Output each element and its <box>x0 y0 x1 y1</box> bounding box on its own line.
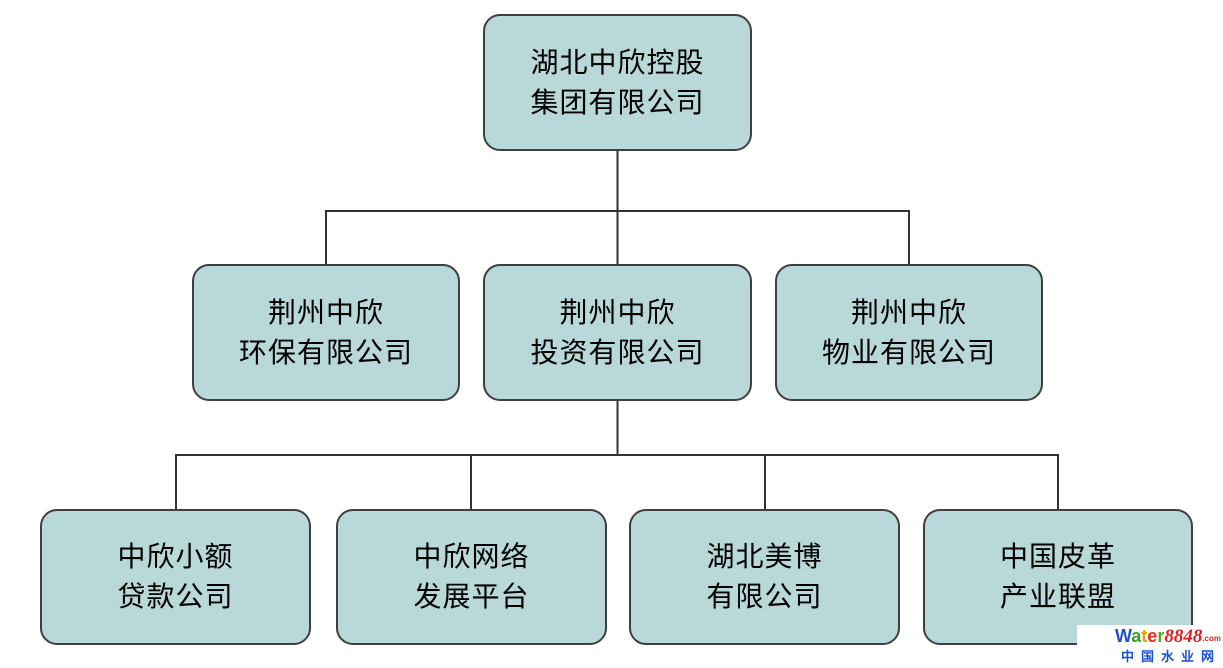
org-node-label-line1: 中国皮革 <box>999 541 1116 572</box>
watermark-brand-number: 8848 <box>1164 626 1203 647</box>
watermark-site-name: 中国水业网 <box>1120 649 1221 664</box>
org-node-label-line2: 集团有限公司 <box>530 86 705 118</box>
org-node-label-line2: 物业有限公司 <box>821 336 996 368</box>
org-node-label-line1: 荆州中欣 <box>559 296 676 328</box>
org-node-label-line1: 荆州中欣 <box>850 296 967 328</box>
watermark-brand-suffix: .com <box>1202 634 1221 643</box>
org-node-level2-huanbao: 荆州中欣 环保有限公司 <box>192 264 460 401</box>
org-node-level2-touzi: 荆州中欣 投资有限公司 <box>483 264 752 401</box>
org-node-label-line1: 中欣网络 <box>413 541 530 572</box>
watermark: Water8848.com 中国水业网 <box>1077 625 1223 666</box>
watermark-letter: W <box>1114 626 1132 646</box>
org-node-label-line2: 发展平台 <box>413 581 530 612</box>
watermark-letter: e <box>1147 626 1158 646</box>
org-node-label-line1: 湖北美博 <box>706 541 823 572</box>
org-node-label-line1: 中欣小额 <box>117 541 234 572</box>
org-node-label-line2: 投资有限公司 <box>530 336 705 368</box>
org-node-label-line2: 产业联盟 <box>999 581 1116 612</box>
org-node-level3-pige: 中国皮革 产业联盟 <box>923 509 1193 645</box>
watermark-letter: r <box>1157 626 1165 646</box>
org-node-label-line1: 荆州中欣 <box>267 296 384 328</box>
org-node-label-line2: 有限公司 <box>706 581 823 612</box>
org-node-level3-meibo: 湖北美博 有限公司 <box>629 509 900 645</box>
watermark-brand-word: Water <box>1115 626 1164 646</box>
org-node-label-line2: 贷款公司 <box>117 581 234 612</box>
org-node-root: 湖北中欣控股 集团有限公司 <box>483 14 752 151</box>
watermark-letter: a <box>1131 626 1142 646</box>
org-node-level3-xiaodai: 中欣小额 贷款公司 <box>40 509 311 645</box>
connector-path <box>175 151 1059 509</box>
watermark-brand: Water8848.com <box>1081 626 1221 648</box>
org-node-level2-wuye: 荆州中欣 物业有限公司 <box>775 264 1043 401</box>
org-node-label-line1: 湖北中欣控股 <box>530 46 705 78</box>
org-node-label-line2: 环保有限公司 <box>238 336 413 368</box>
org-node-level3-wangluo: 中欣网络 发展平台 <box>336 509 607 645</box>
watermark-letter: t <box>1141 626 1148 646</box>
